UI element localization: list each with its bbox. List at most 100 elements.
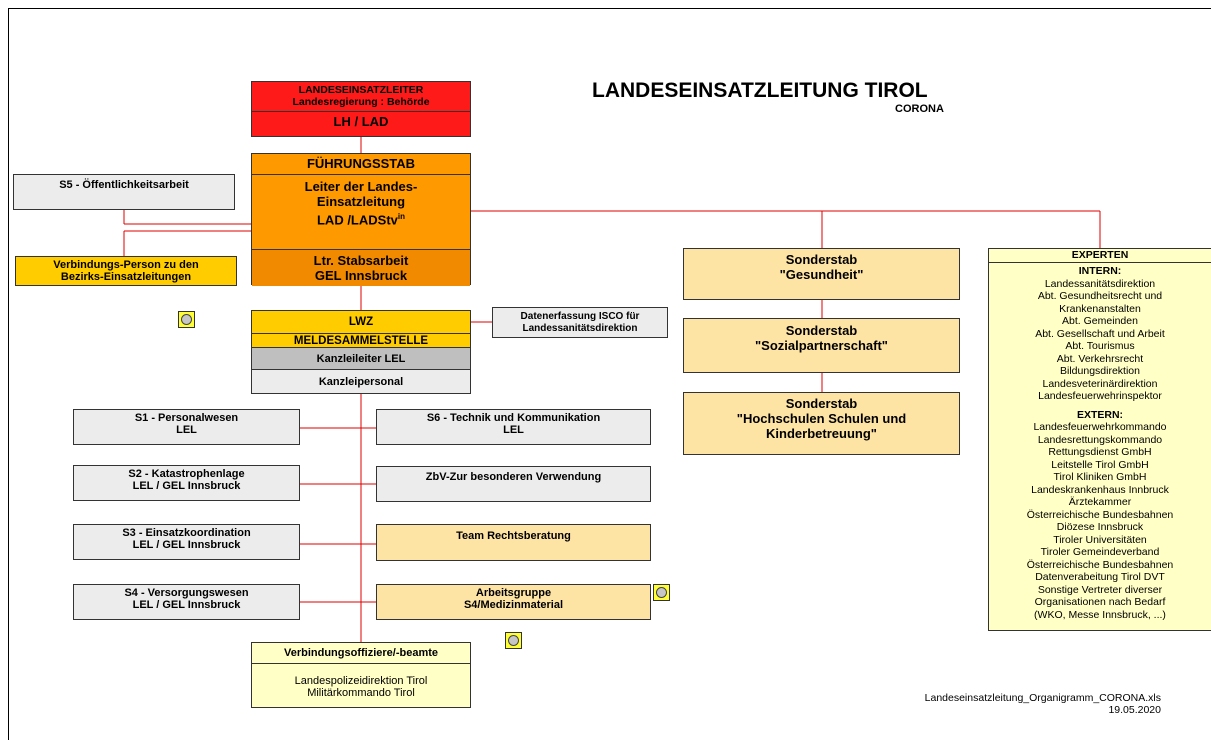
lwz-label: LWZ <box>348 316 374 328</box>
arbeitsgruppe-line2: S4/Medizinmaterial <box>463 599 564 611</box>
list-item: Bildungsdirektion <box>1060 365 1140 377</box>
leiter-lh-lad: LH / LAD <box>252 111 470 128</box>
sonderstab-hochschulen-line1: Sonderstab <box>785 396 858 411</box>
page-title: LANDESEINSATZLEITUNG TIROL <box>592 79 928 102</box>
verbindungsoffiziere-header: Verbindungsoffiziere/-beamte <box>252 643 470 664</box>
list-item: Tirol Kliniken GmbH <box>1053 471 1147 483</box>
verbindungsoffiziere-line2: Militärkommando Tirol <box>307 687 415 699</box>
zbv-label: ZbV-Zur besonderen Verwendung <box>425 471 602 483</box>
leiter-title: LANDESEINSATZLEITER <box>298 84 424 96</box>
list-item: Landesfeuerwehrinspektor <box>1038 390 1162 402</box>
verbindungsperson-line1: Verbindungs-Person zu den <box>53 259 199 271</box>
list-item: Datenverabeitung Tirol DVT <box>1035 571 1165 583</box>
list-item: Landesveterinärdirektion <box>1042 377 1158 390</box>
lwz-box: LWZ <box>251 310 471 334</box>
comment-icon[interactable] <box>178 311 195 328</box>
experten-intern-label: INTERN: <box>1078 265 1122 277</box>
arbeitsgruppe-line1: Arbeitsgruppe <box>475 587 552 599</box>
list-item: Krankenanstalten <box>1059 302 1141 315</box>
kanzleileiter-label: Kanzleileiter LEL <box>316 352 406 365</box>
list-item: (WKO, Messe Innsbruck, ...) <box>1034 608 1166 621</box>
list-item: Diözese Innsbruck <box>1056 521 1144 533</box>
verbindungsoffiziere-box: Verbindungsoffiziere/-beamte Landespoliz… <box>251 642 471 708</box>
s3-box: S3 - Einsatzkoordination LEL / GEL Innsb… <box>73 524 300 560</box>
s1-line2: LEL <box>176 424 197 436</box>
experten-extern-label: EXTERN: <box>1076 408 1124 421</box>
s1-line1: S1 - Personalwesen <box>134 412 239 424</box>
fuehrung-line1: Leiter der Landes- <box>304 179 418 194</box>
list-item: Tiroler Gemeindeverband <box>1040 546 1160 558</box>
experten-header: EXPERTEN <box>989 249 1211 263</box>
s6-box: S6 - Technik und Kommunikation LEL <box>376 409 651 445</box>
list-item: Österreichische Bundesbahnen <box>1026 558 1174 571</box>
list-item: Abt. Gesundheitsrecht und <box>1037 290 1163 302</box>
datenerfassung-line2: Landessanitätsdirektion <box>522 322 638 334</box>
sonderstab-hochschulen-line2: "Hochschulen Schulen und <box>736 411 907 426</box>
sonderstab-gesundheit: Sonderstab "Gesundheit" <box>683 248 960 300</box>
fuehrung-line3: LAD /LADStvin <box>316 212 405 228</box>
s4-line1: S4 - Versorgungswesen <box>124 587 249 599</box>
comment-icon[interactable] <box>505 632 522 649</box>
verbindungsperson-line2: Bezirks-Einsatzleitungen <box>60 271 192 283</box>
list-item: Abt. Gesellschaft und Arbeit <box>1035 327 1165 340</box>
sonderstab-hochschulen-line3: Kinderbetreuung" <box>766 426 877 441</box>
s6-line2: LEL <box>503 424 524 436</box>
meldesammelstelle-label: MELDESAMMELSTELLE <box>293 334 429 347</box>
fuehrungsstab-header: FÜHRUNGSSTAB <box>252 154 470 175</box>
rechtsberatung-box: Team Rechtsberatung <box>376 524 651 561</box>
list-item: Abt. Verkehrsrecht <box>1056 352 1144 365</box>
sonderstab-sozialpartnerschaft: Sonderstab "Sozialpartnerschaft" <box>683 318 960 373</box>
arbeitsgruppe-box: Arbeitsgruppe S4/Medizinmaterial <box>376 584 651 620</box>
stabsarbeit-line1: Ltr. Stabsarbeit <box>313 253 409 268</box>
s2-line1: S2 - Katastrophenlage <box>128 468 245 480</box>
s5-label: S5 - Öffentlichkeitsarbeit <box>59 179 189 191</box>
s4-box: S4 - Versorgungswesen LEL / GEL Innsbruc… <box>73 584 300 620</box>
kanzleipersonal-box: Kanzleipersonal <box>251 369 471 394</box>
meldesammelstelle-box: MELDESAMMELSTELLE <box>251 333 471 348</box>
experten-box: EXPERTEN INTERN: Landessanitätsdirektion… <box>988 248 1211 631</box>
s1-box: S1 - Personalwesen LEL <box>73 409 300 445</box>
kanzleileiter-box: Kanzleileiter LEL <box>251 347 471 370</box>
list-item: Landesrettungskommando <box>1037 433 1163 446</box>
footer-filename: Landeseinsatzleitung_Organigramm_CORONA.… <box>924 692 1161 704</box>
list-item: Organisationen nach Bedarf <box>1034 596 1166 608</box>
list-item: Landesfeuerwehrkommando <box>1033 421 1167 433</box>
sonderstab-gesundheit-line1: Sonderstab <box>785 252 858 267</box>
list-item: Landessanitätsdirektion <box>1044 277 1156 290</box>
datenerfassung-box: Datenerfassung ISCO für Landessanitätsdi… <box>492 307 668 338</box>
fuehrung-line2: Einsatzleitung <box>316 194 406 209</box>
s6-line1: S6 - Technik und Kommunikation <box>426 412 601 424</box>
s5-box: S5 - Öffentlichkeitsarbeit <box>13 174 235 210</box>
leiter-subtitle: Landesregierung : Behörde <box>292 96 430 108</box>
list-item: Sonstige Vertreter diverser <box>1037 583 1163 596</box>
s3-line1: S3 - Einsatzkoordination <box>122 527 251 539</box>
datenerfassung-line1: Datenerfassung ISCO für <box>520 310 640 322</box>
comment-icon[interactable] <box>653 584 670 601</box>
list-item: Österreichische Bundesbahnen <box>1026 508 1174 521</box>
list-item: Landeskrankenhaus Innbruck <box>1031 483 1169 496</box>
page-frame <box>8 8 1211 740</box>
rechtsberatung-label: Team Rechtsberatung <box>456 530 571 542</box>
sonderstab-sozial-line1: Sonderstab <box>785 323 858 338</box>
s2-box: S2 - Katastrophenlage LEL / GEL Innsbruc… <box>73 465 300 501</box>
sonderstab-hochschulen: Sonderstab "Hochschulen Schulen und Kind… <box>683 392 960 455</box>
stabsarbeit-line2: GEL Innsbruck <box>314 268 408 283</box>
list-item: Leitstelle Tirol GmbH <box>1051 458 1149 471</box>
list-item: Rettungsdienst GmbH <box>1048 446 1152 458</box>
verbindungsperson-box: Verbindungs-Person zu den Bezirks-Einsat… <box>15 256 237 286</box>
sonderstab-gesundheit-line2: "Gesundheit" <box>779 267 864 282</box>
s2-line2: LEL / GEL Innsbruck <box>132 480 241 492</box>
footer-date: 19.05.2020 <box>1108 704 1161 716</box>
list-item: Abt. Tourismus <box>1065 340 1135 352</box>
list-item: Ärztekammer <box>1068 496 1132 508</box>
footer: Landeseinsatzleitung_Organigramm_CORONA.… <box>925 692 1161 716</box>
s4-line2: LEL / GEL Innsbruck <box>132 599 241 611</box>
page-subtitle: CORONA <box>895 103 944 115</box>
zbv-box: ZbV-Zur besonderen Verwendung <box>376 466 651 502</box>
list-item: Abt. Gemeinden <box>1062 315 1138 327</box>
list-item: Tiroler Universitäten <box>1053 533 1147 546</box>
kanzleipersonal-label: Kanzleipersonal <box>318 375 404 388</box>
